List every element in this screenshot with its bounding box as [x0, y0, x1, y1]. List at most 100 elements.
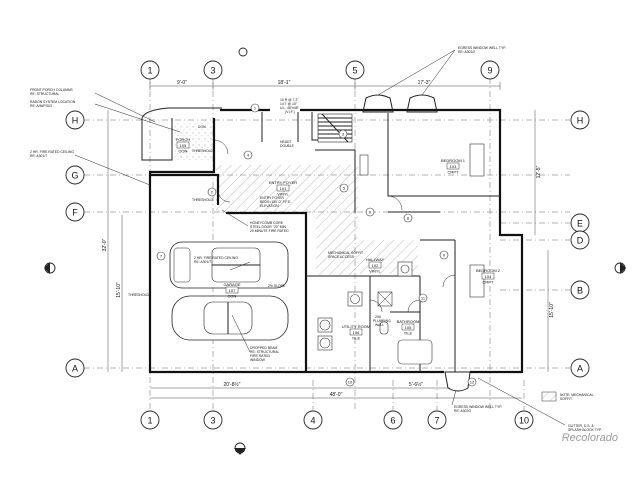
grid-bubble-right-d: D: [577, 236, 584, 246]
note-dropped-beam-line3: FIRE RATED: [250, 354, 270, 358]
note-fire-ceiling-top: 2 HR. FIRE RATED CEILING RE: A301/7: [30, 150, 74, 158]
section-markers: [44, 47, 626, 455]
dim-left-1: 32'-0": [102, 238, 108, 251]
room-bed1-name: BEDROOM 1: [441, 158, 466, 163]
tag-1: 1: [254, 106, 257, 111]
note-stair-line2: 14 T @ 10": [280, 102, 298, 106]
tag-8: 8: [407, 216, 410, 221]
note-plumbing-wall: 2X6 PLUMBING WALL: [373, 315, 391, 327]
grid-bubble-top-5: 5: [352, 66, 357, 76]
room-utility-num: 106: [353, 330, 360, 335]
stair: [317, 113, 353, 143]
note-egress-bottom-line2: RE: A302/2: [454, 409, 471, 413]
mechanical-soffit-hatch-hall: [316, 165, 358, 275]
grid-bubble-bottom-7: 7: [434, 416, 439, 426]
note-entry-elev-line1: ENTRY FOYER: [260, 196, 285, 200]
grid-bubbles-bottom: 1 3 4 6 7 10: [140, 410, 534, 430]
note-dropped-beam: DROPPED BEAM RE: STRUCTURAL FIRE RATED W…: [250, 346, 280, 362]
keynote-tags: 1 2 3 4 5 6 7 8 9 10 11 12: [156, 103, 477, 387]
dim-left-2: 15'-10": [116, 282, 122, 298]
room-porch-name: PORCH: [176, 137, 191, 142]
legend-swatch: [541, 391, 557, 402]
note-gutter: GUTTER, D.S. & SPLASH BLOCK TYP.: [568, 424, 602, 432]
room-bed1-num: 103: [450, 164, 457, 169]
note-dropped-beam-line1: DROPPED BEAM: [250, 346, 277, 350]
note-honeycomb-line3: 20 MINUTE FIRE RATED: [250, 229, 289, 233]
note-egress-bottom: EGRESS WINDOW WELL TYP. RE: A302/2: [454, 405, 502, 413]
grid-bubble-bottom-1: 1: [147, 416, 152, 426]
grid-bubble-right-e: E: [577, 219, 583, 229]
walls: [141, 107, 524, 374]
note-plumbing-line3: WALL: [375, 323, 384, 327]
grid-bubble-left-h: H: [72, 116, 79, 126]
note-threshold-porch: THRESHOLD: [192, 149, 213, 153]
note-gutter-line1: GUTTER, D.S. &: [568, 424, 594, 428]
mechanical-soffit-hatch-entry: [216, 165, 316, 213]
room-porch-num: 105: [180, 143, 187, 148]
note-stair-line3: U.L. 48"x48": [280, 106, 300, 110]
note-front-porch-line2: RE: STRUCTURAL: [30, 92, 60, 96]
room-bed2-name: BEDROOM 2: [476, 268, 501, 273]
grid-bubble-left-f: F: [72, 208, 78, 218]
room-bath-name: BATHROOM: [397, 319, 420, 324]
room-bed1-sub: CRPT: [448, 170, 459, 175]
room-label-porch: PORCH 105 CON: [176, 137, 191, 154]
room-label-bathroom: BATHROOM 105 TILE: [397, 319, 420, 336]
note-front-porch-columns: FRONT PORCH COLUMNS RE: STRUCTURAL: [30, 88, 73, 96]
tag-2: 2: [211, 190, 214, 195]
grid-bubbles-top: 1 3 5 9: [140, 60, 500, 80]
room-garage-sub: CON: [228, 294, 237, 299]
room-label-entry: ENTRY FOYER 101 VINYL: [269, 180, 297, 197]
note-fire-ceiling-top-line1: 2 HR. FIRE RATED CEILING: [30, 150, 74, 154]
door-swings: [213, 139, 456, 313]
car-sedan: [171, 295, 289, 341]
note-egress-top-line1: EGRESS WINDOW WELL TYP.: [458, 46, 506, 50]
note-header-line2: DOUBLE: [280, 144, 295, 148]
room-garage-num: 107: [229, 288, 236, 293]
room-hallway-name: HALLWAY: [366, 257, 385, 262]
dim-bottom-1: 20'-8½": [224, 381, 241, 388]
room-utility-sub: TILE: [352, 336, 361, 341]
room-bath-sub: TILE: [404, 331, 413, 336]
note-plumbing-line2: PLUMBING: [373, 319, 391, 323]
note-fire-ceiling-top-line2: RE: A301/7: [30, 154, 47, 158]
note-fire-ceiling-garage-line2: RE: A301/7: [194, 260, 211, 264]
leader-lines: [74, 49, 566, 426]
grid-bubble-bottom-4: 4: [310, 416, 315, 426]
note-radon: RADON SYSTEM LOCATION RE: A/M/P/D/3: [30, 100, 76, 108]
room-entry-num: 101: [280, 186, 287, 191]
note-egress-bottom-line1: EGRESS WINDOW WELL TYP.: [454, 405, 502, 409]
tag-11: 11: [421, 296, 426, 301]
dimension-text: 9'-0" 18'-1" 17'-3" 32'-0" 15'-10" 12'-5…: [102, 80, 555, 398]
grid-bubble-top-3: 3: [210, 66, 215, 76]
grid-bubble-left-a: A: [72, 364, 78, 374]
room-utility-name: UTILITY ROOM: [342, 324, 370, 329]
room-bath-num: 105: [405, 325, 412, 330]
grid-bubble-bottom-6: 6: [390, 416, 395, 426]
grid-lines: [84, 78, 570, 410]
room-garage-name: GARAGE: [223, 282, 240, 287]
note-honeycomb-line2: STEEL DOOR "20" MIN.: [250, 225, 287, 229]
legend-line1: NOTE: MECHANICAL: [560, 393, 594, 397]
window-wells: [362, 94, 471, 392]
room-label-bedroom-1: BEDROOM 1 103 CRPT: [441, 158, 466, 175]
note-honeycomb-line1: HONEYCOMB CORE: [250, 221, 284, 225]
note-header-line1: HEADT: [280, 140, 292, 144]
watermark: Recolorado: [562, 432, 618, 444]
room-bed2-num: 104: [485, 274, 492, 279]
note-egress-top-line2: RE: A302/2: [458, 50, 475, 54]
note-front-porch-line1: FRONT PORCH COLUMNS: [30, 88, 73, 92]
dim-top-1: 9'-0": [177, 80, 187, 86]
legend-note: NOTE: MECHANICAL SOFFIT: [560, 393, 594, 401]
note-slope: 2% SLOPE: [268, 284, 286, 288]
room-bed2-sub: CRPT: [483, 280, 494, 285]
note-stair: 10 R @ 7.2" 14 T @ 10" U.L. 48"x48" (V.I…: [280, 98, 300, 114]
room-hallway-num: 102: [372, 263, 379, 268]
grid-bubbles-right: H E D B A: [570, 110, 590, 378]
dimension-lines: [107, 82, 549, 399]
grid-bubble-right-b: B: [577, 286, 583, 296]
room-label-utility: UTILITY ROOM 106 TILE: [342, 324, 370, 341]
tag-3: 3: [342, 132, 345, 137]
note-radon-line2: RE: A/M/P/D/3: [30, 104, 52, 108]
